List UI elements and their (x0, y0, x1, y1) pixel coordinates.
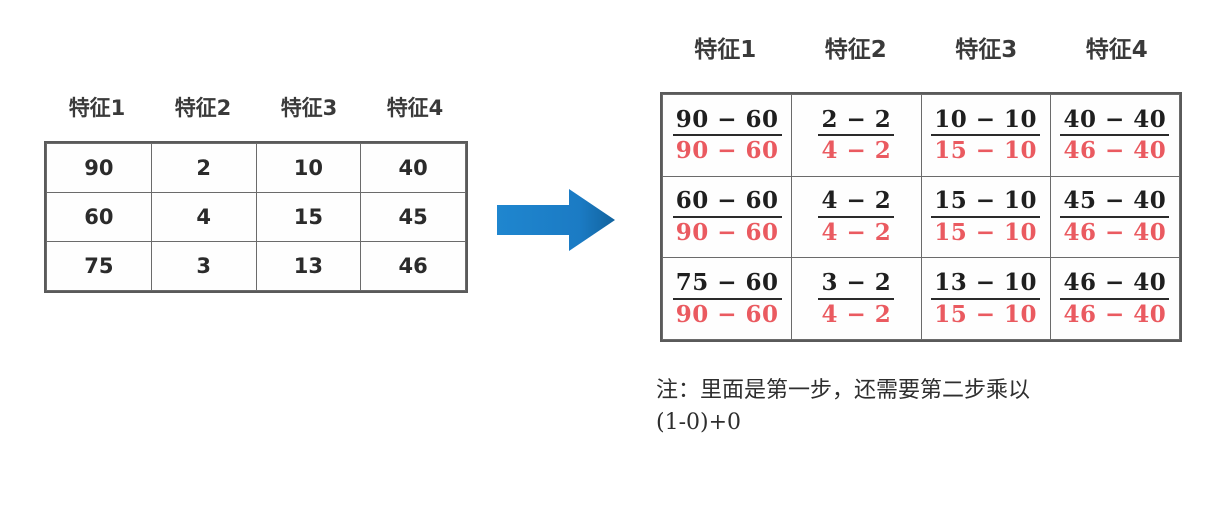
right-column-header-3: 特征3 (955, 37, 1018, 63)
fraction-denominator: 90 − 60 (675, 218, 779, 246)
right-arrow-icon (497, 187, 615, 253)
fraction-denominator: 90 − 60 (675, 137, 779, 165)
right-column-header-2: 特征2 (824, 37, 887, 63)
caption-line-1: 注：里面是第一步，还需要第二步乘以 (656, 378, 1031, 403)
left-cell-r3-c1: 75 (46, 241, 152, 291)
arrow-shape (497, 189, 615, 251)
left-cell-r1-c1: 90 (46, 143, 152, 193)
left-table-column-headers: 特征1 特征2 特征3 特征4 (44, 92, 468, 122)
left-cell-r3-c4: 46 (360, 241, 466, 291)
fraction-numerator: 75 − 60 (672, 270, 782, 300)
fraction-numerator: 4 − 2 (818, 188, 895, 218)
fraction-numerator: 90 − 60 (672, 106, 782, 137)
left-cell-r3-c2: 3 (150, 241, 257, 291)
fraction-numerator: 45 − 40 (1060, 188, 1170, 218)
left-cell-r1-c3: 10 (255, 143, 362, 193)
left-cell-r2-c3: 15 (255, 192, 362, 242)
fraction-denominator: 46 − 40 (1063, 218, 1167, 246)
fraction-denominator: 46 − 40 (1063, 137, 1167, 165)
fraction-denominator: 15 − 10 (934, 300, 1038, 328)
fraction-numerator: 13 − 10 (931, 270, 1041, 300)
left-column-header-2: 特征2 (174, 96, 232, 120)
fraction-numerator: 15 − 10 (931, 188, 1041, 218)
fraction-denominator: 4 − 2 (821, 218, 892, 246)
fraction-denominator: 90 − 60 (675, 300, 779, 328)
fraction-numerator: 46 − 40 (1060, 270, 1170, 300)
fraction-numerator: 2 − 2 (818, 106, 895, 137)
fraction-denominator: 15 − 10 (934, 137, 1038, 165)
right-column-header-1: 特征1 (694, 37, 757, 63)
left-column-header-3: 特征3 (280, 96, 338, 120)
fraction-denominator: 4 − 2 (821, 300, 892, 328)
right-arrow-svg (497, 189, 615, 251)
fraction-denominator: 46 − 40 (1063, 300, 1167, 328)
left-cell-r2-c2: 4 (150, 192, 257, 242)
right-table-column-headers: 特征1 特征2 特征3 特征4 (660, 30, 1182, 64)
fraction-numerator: 40 − 40 (1060, 106, 1170, 137)
right-column-header-4: 特征4 (1085, 37, 1148, 63)
fraction-numerator: 3 − 2 (818, 270, 895, 300)
fraction-numerator: 60 − 60 (672, 188, 782, 218)
left-cell-r2-c1: 60 (46, 192, 152, 242)
fraction-denominator: 15 − 10 (934, 218, 1038, 246)
fraction-denominator: 4 − 2 (821, 137, 892, 165)
left-cell-r3-c3: 13 (255, 241, 362, 291)
left-cell-r1-c2: 2 (150, 143, 257, 193)
caption-line-2: (1-0)+0 (656, 409, 742, 435)
left-cell-r1-c4: 40 (360, 143, 466, 193)
caption-note: 注：里面是第一步，还需要第二步乘以 (1-0)+0 (656, 375, 1176, 439)
left-column-header-1: 特征1 (68, 96, 126, 120)
fraction-numerator: 10 − 10 (931, 106, 1041, 137)
left-column-header-4: 特征4 (386, 96, 444, 120)
left-cell-r2-c4: 45 (360, 192, 466, 242)
